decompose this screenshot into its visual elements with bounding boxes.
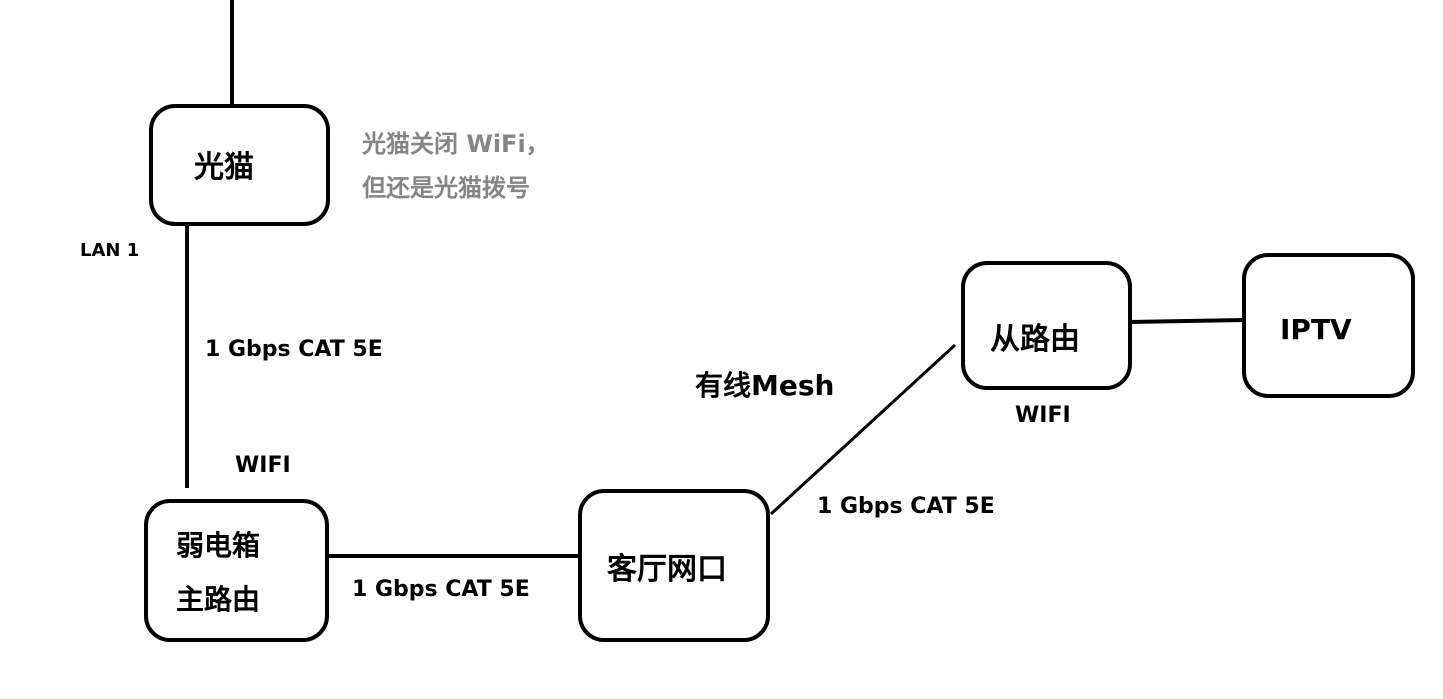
- link-label-main-port: 1 Gbps CAT 5E: [352, 577, 530, 602]
- port-to-sub-router-line: [769, 343, 957, 516]
- sub-router-label: 从路由: [990, 322, 1080, 357]
- link-label-port-sub: 1 Gbps CAT 5E: [817, 494, 995, 519]
- modem-label: 光猫: [194, 150, 254, 185]
- wired-mesh-label: 有线Mesh: [695, 369, 835, 402]
- sub-wifi-label: WIFI: [1015, 403, 1071, 428]
- living-room-port-label: 客厅网口: [607, 552, 727, 587]
- modem-note-line2: 但还是光猫拨号: [362, 174, 530, 202]
- iptv-box: [1242, 253, 1415, 398]
- lan-port-label: LAN 1: [80, 240, 140, 261]
- link-label-modem-main: 1 Gbps CAT 5E: [205, 337, 383, 362]
- modem-note-line1: 光猫关闭 WiFi，: [362, 130, 550, 158]
- iptv-label: IPTV: [1280, 313, 1352, 346]
- main-router-box: [144, 499, 329, 642]
- living-room-port-box: [578, 489, 770, 642]
- sub-router-box: [961, 261, 1132, 390]
- main-router-label-line1: 弱电箱: [176, 529, 261, 562]
- main-wifi-label: WIFI: [235, 453, 291, 478]
- sub-router-to-iptv-line: [1129, 318, 1245, 324]
- main-router-label-line2: 主路由: [176, 583, 261, 616]
- modem-box: [149, 104, 330, 226]
